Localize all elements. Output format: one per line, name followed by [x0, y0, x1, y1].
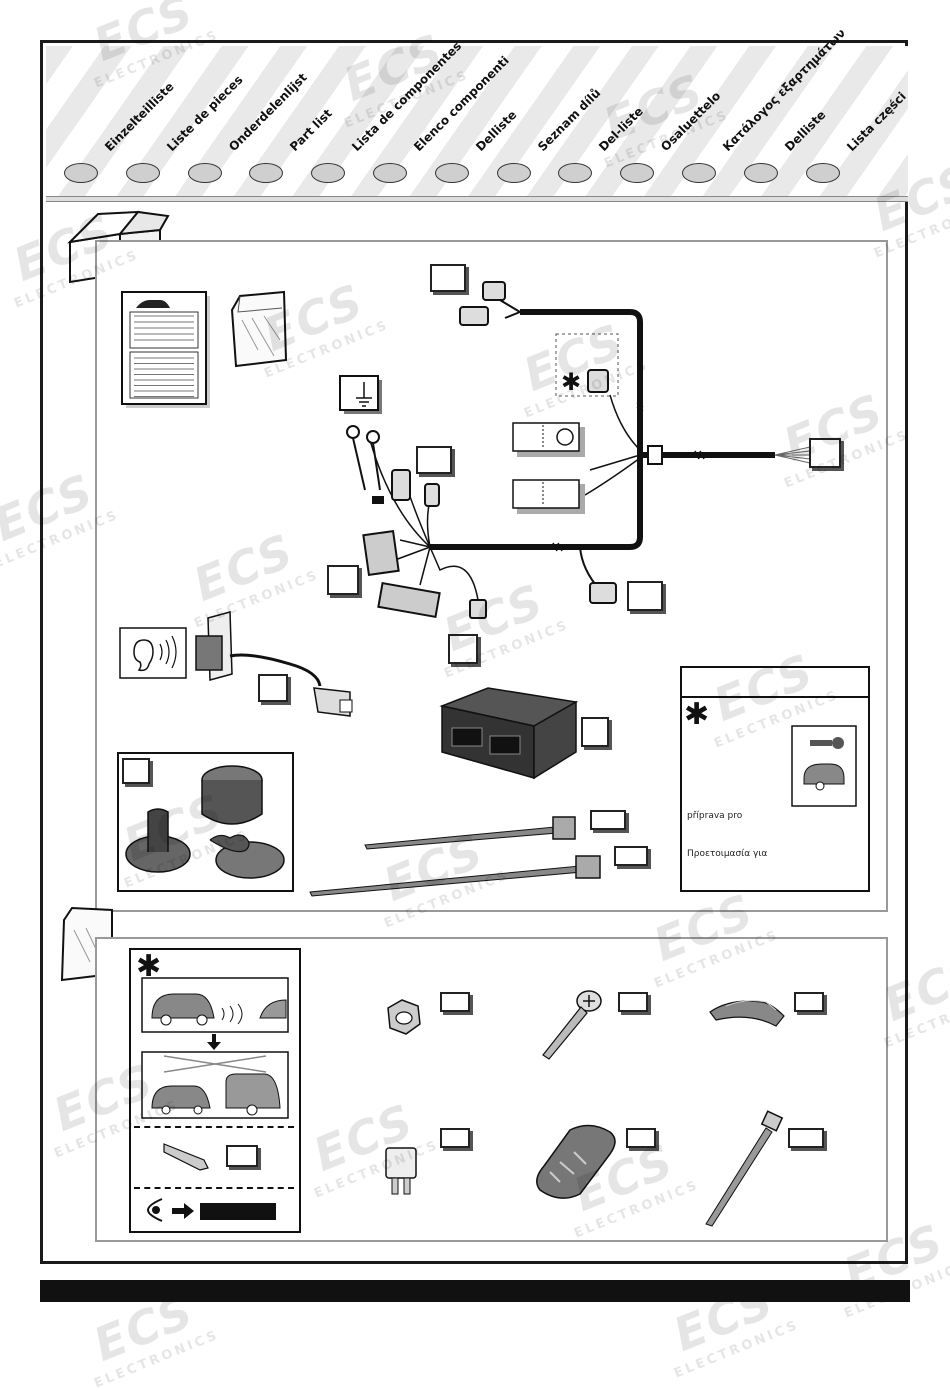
fuse-label-round: [512, 422, 585, 457]
language-checkbox[interactable]: [558, 163, 593, 183]
part-number-box-socket: [122, 758, 150, 784]
language-checkbox[interactable]: [496, 163, 531, 183]
part-number-box-pad: [794, 992, 824, 1012]
fuse-label-plain: [512, 479, 585, 514]
wire-connector-icon: [536, 1124, 616, 1199]
legend-text-gr: Προετοιμασία για: [687, 849, 768, 859]
fuse-icon: [385, 1147, 417, 1195]
language-checkbox[interactable]: [311, 163, 346, 183]
optional-star: ✱: [561, 368, 582, 396]
car-parking-icon: [141, 977, 289, 1033]
part-number-box-8: [581, 717, 609, 747]
language-checkbox[interactable]: [373, 163, 407, 183]
language-checkbox[interactable]: [805, 163, 840, 183]
part-number-box-5: [627, 581, 663, 611]
part-number-box-tie: [788, 1128, 824, 1148]
car-caravan-icon: [141, 1051, 289, 1119]
notice-divider-1: [134, 1126, 294, 1128]
cable-tie-short: [364, 816, 576, 850]
part-number-box-7: [258, 674, 288, 702]
language-checkbox[interactable]: [434, 163, 469, 183]
wiring-harness: [346, 281, 811, 619]
part-number-box-4: [327, 565, 359, 595]
notice-star: ✱: [136, 949, 162, 984]
part-number-box-3: [809, 438, 841, 468]
part-number-box-connector: [626, 1128, 656, 1148]
cable-tie-long: [309, 855, 601, 897]
language-checkbox[interactable]: [620, 163, 655, 183]
part-number-box-screw: [618, 992, 648, 1012]
header-rule: [46, 196, 908, 202]
part-number-box-nut: [440, 992, 470, 1012]
language-checkbox[interactable]: [187, 163, 222, 183]
key-caravan-icon: [791, 725, 857, 807]
adhesive-pad-icon: [709, 1000, 785, 1027]
language-checkbox[interactable]: [682, 163, 716, 183]
ground-icon: [339, 375, 382, 414]
bag-icon: [230, 290, 288, 368]
language-checkbox[interactable]: [64, 163, 98, 183]
language-checkbox[interactable]: [249, 163, 284, 183]
screw-icon: [542, 990, 602, 1060]
part-number-box-10: [614, 846, 648, 866]
black-label: [200, 1203, 276, 1220]
eye-icon: [146, 1198, 163, 1222]
instruction-sheet-lines: [134, 315, 194, 397]
control-module: [439, 687, 579, 780]
part-number-box-fuse: [440, 1128, 470, 1148]
part-number-box-1: [430, 264, 466, 292]
pin-tool-icon: [163, 1143, 209, 1171]
language-checkbox[interactable]: [743, 163, 778, 183]
trailer-socket: [125, 765, 285, 879]
footer-bar: [40, 1280, 910, 1302]
language-checkbox[interactable]: [125, 163, 160, 183]
part-number-box-2: [416, 446, 452, 474]
ear-icon: [119, 627, 187, 679]
part-number-box-9: [590, 810, 626, 830]
legend-star: ✱: [684, 697, 710, 732]
buzzer: [195, 611, 353, 717]
notice-divider-2: [134, 1187, 294, 1189]
arrow-down-icon: [207, 1034, 221, 1050]
legend-header: [682, 668, 868, 698]
arrow-right-icon: [172, 1203, 194, 1219]
part-number-box-pin: [226, 1145, 258, 1167]
legend-text-cz: příprava pro: [687, 811, 743, 821]
nut-icon: [387, 999, 421, 1035]
small-cable-tie-icon: [705, 1110, 784, 1227]
part-number-box-6: [448, 634, 478, 664]
